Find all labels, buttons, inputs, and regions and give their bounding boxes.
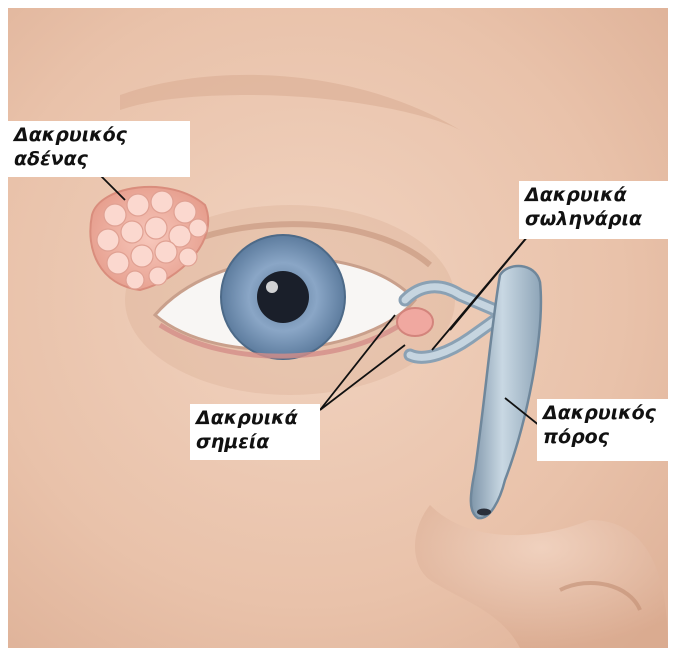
label-lacrimal-puncta-line1: Δακρυικά (196, 406, 314, 430)
label-lacrimal-puncta-line2: σημεία (196, 430, 314, 454)
label-lacrimal-canaliculi-line2: σωληνάρια (525, 207, 665, 231)
label-lacrimal-gland-line2: αδένας (14, 147, 184, 171)
label-nasolacrimal-duct-line2: πόρος (543, 425, 669, 449)
label-nasolacrimal-duct: Δακρυικός πόρος (537, 399, 675, 461)
label-lacrimal-gland: Δακρυικός αδένας (8, 121, 190, 177)
pupil-highlight (266, 281, 278, 293)
label-nasolacrimal-duct-line1: Δακρυικός (543, 401, 669, 425)
label-lacrimal-canaliculi-line1: Δακρυικά (525, 183, 665, 207)
label-lacrimal-puncta: Δακρυικά σημεία (190, 404, 320, 460)
lacrimal-puncta (397, 308, 433, 336)
duct-opening (477, 509, 491, 516)
label-lacrimal-canaliculi: Δακρυικά σωληνάρια (519, 181, 671, 239)
pupil (257, 271, 309, 323)
label-lacrimal-gland-line1: Δακρυικός (14, 123, 184, 147)
